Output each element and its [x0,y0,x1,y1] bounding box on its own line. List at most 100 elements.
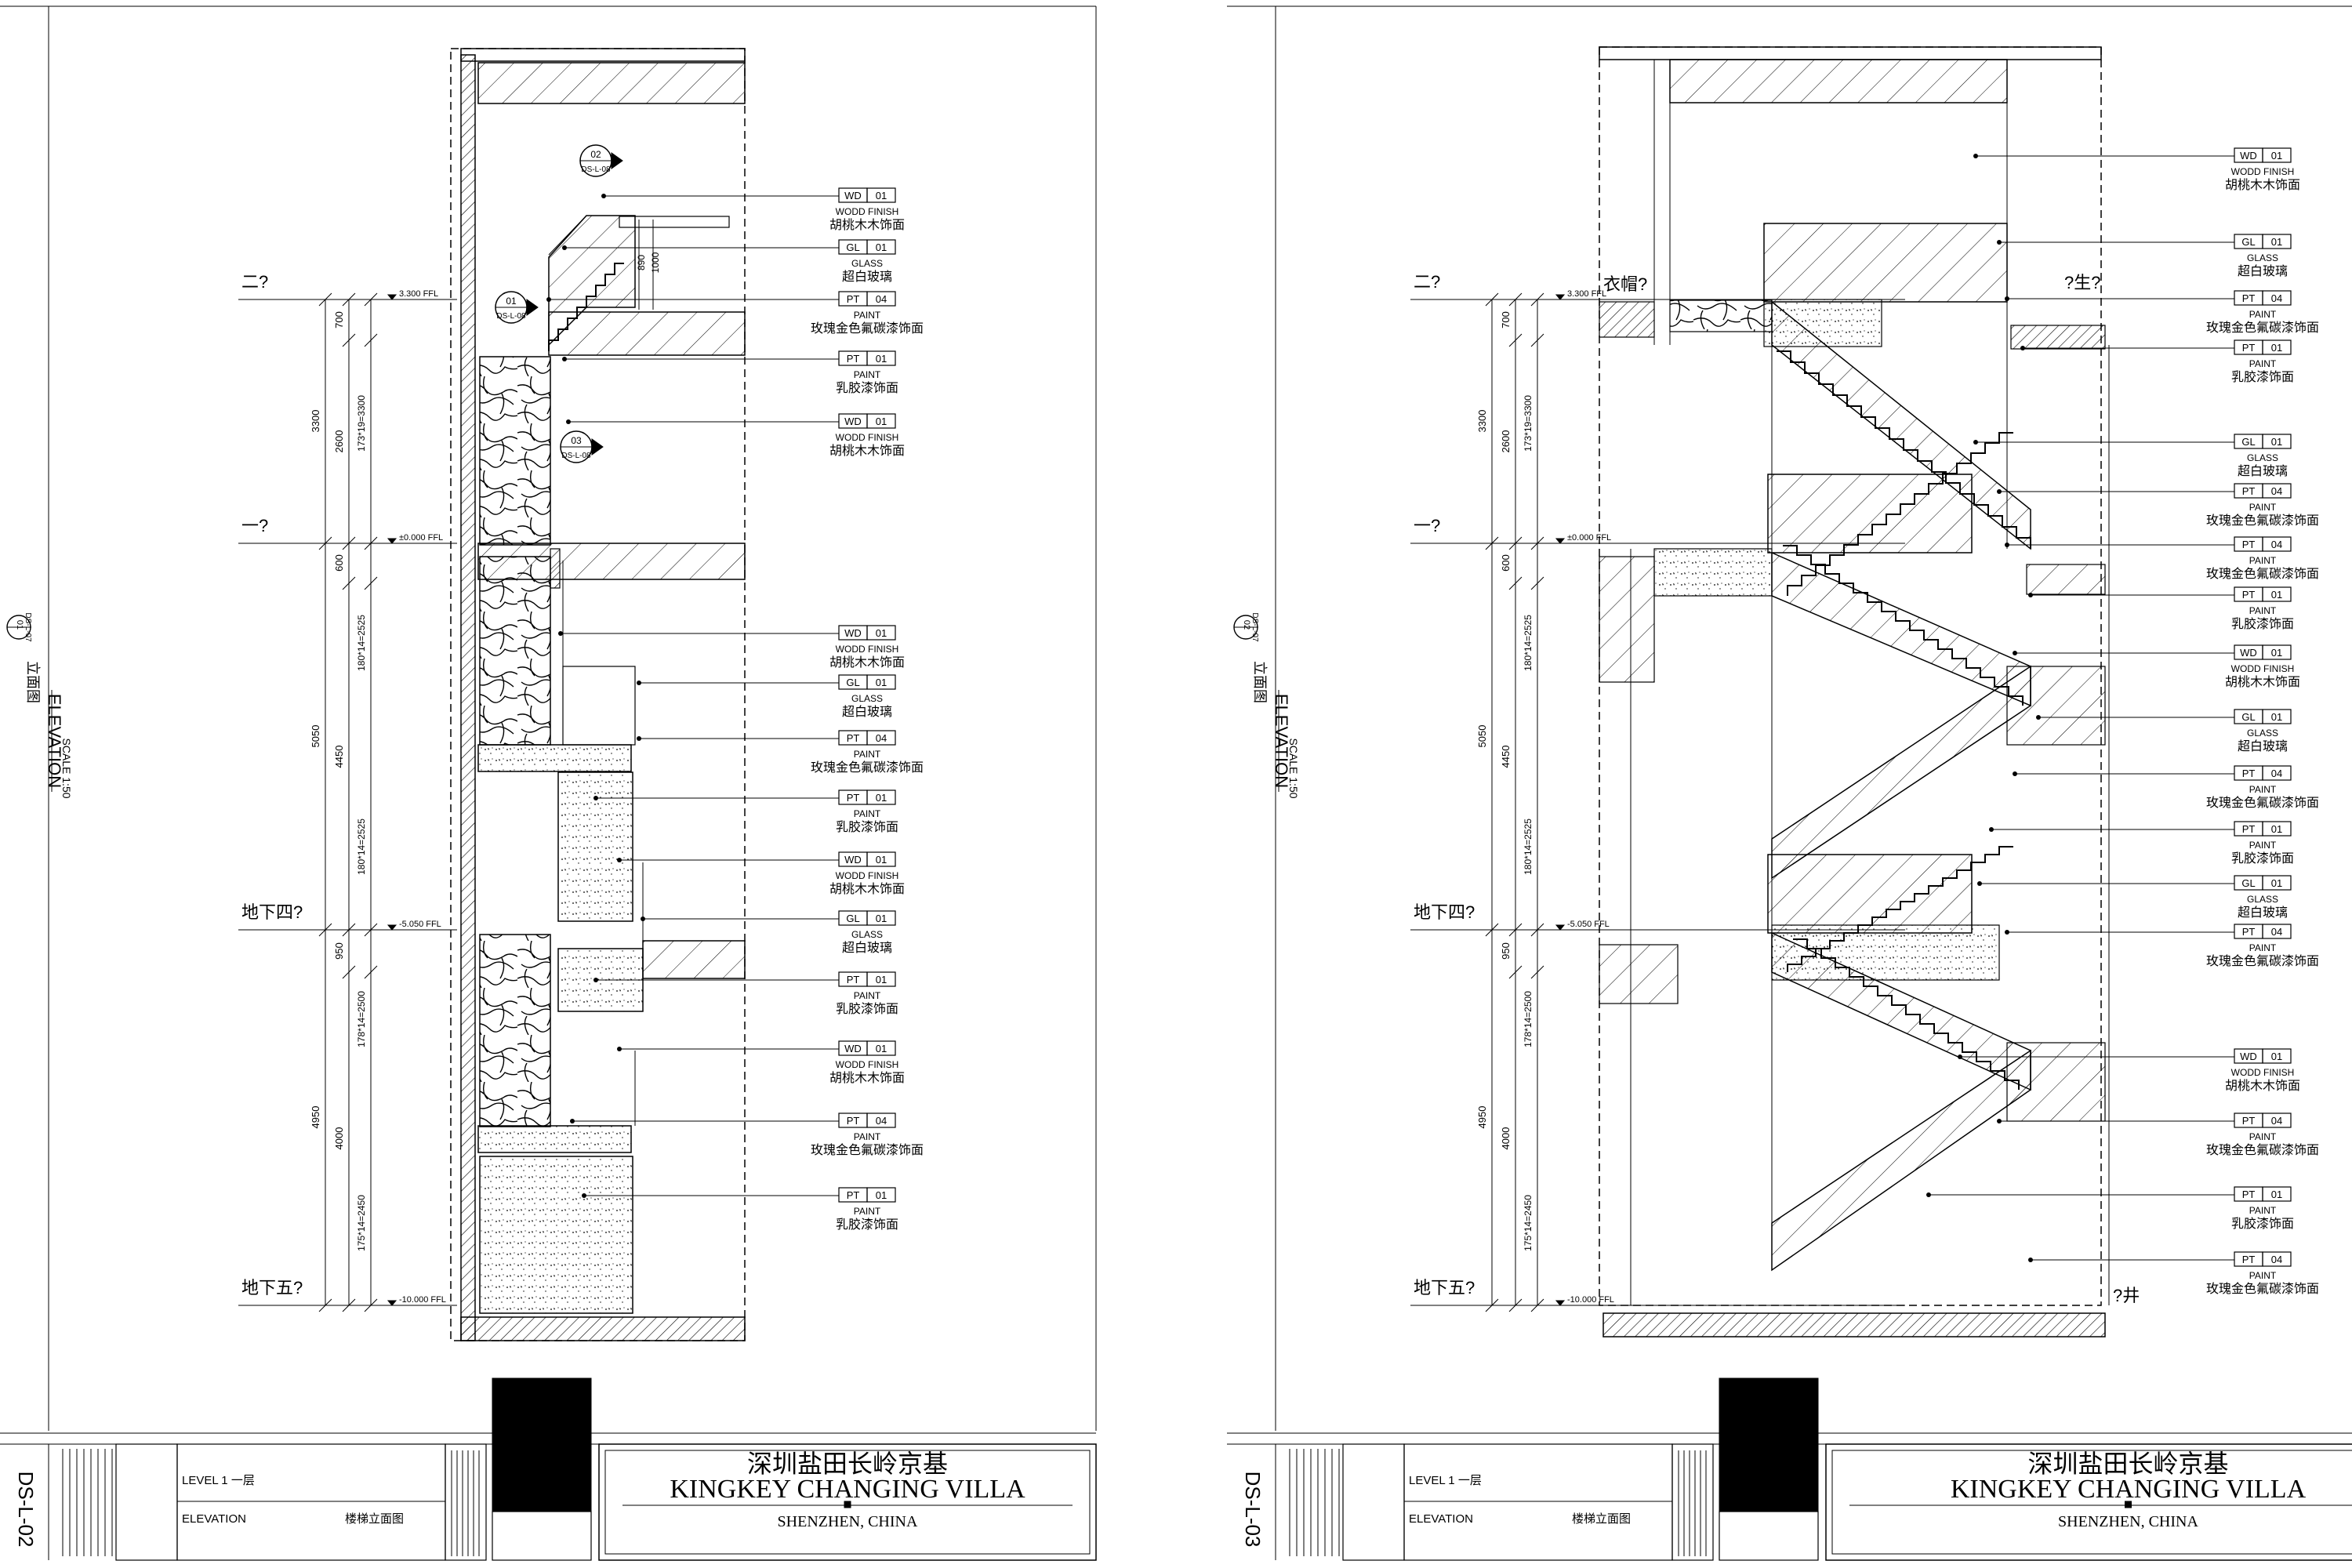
wall-left [460,54,476,1341]
callout-number-box [866,1112,896,1128]
dim-mid-5: 4000 [333,1127,345,1150]
callout-arrow [617,1047,622,1051]
floor-name-2: 地下四? [1414,902,1475,922]
1.4 [342,576,356,590]
callout-number: 01 [876,1043,887,1054]
callout-code: GL [2241,236,2255,248]
marble-panel-1 [479,356,551,546]
callout-code: GL [846,913,859,924]
room-label-wardrobe: 衣帽? [1603,274,1647,294]
project-name-cn: 深圳盐田长岭京基 [2027,1450,2228,1478]
handrail-top [619,216,730,228]
project-bullet [844,1501,851,1508]
callout-material-en: WODD FINISH [836,644,899,655]
dim-outer-0: 3300 [1476,410,1488,433]
callout-code: WD [2240,1051,2257,1062]
1.4 [1508,536,1523,550]
dim-inner-4: 175*14=2450 [356,1195,367,1251]
callout-number: 01 [876,1189,887,1201]
landing-l1 [1653,548,1773,597]
callout-number: 01 [876,974,887,985]
titleblock-view: ELEVATION [1409,1512,1473,1526]
callout-number-box [866,413,896,429]
callout-number-box [866,674,896,690]
callout-number: 04 [2271,926,2282,938]
ffl-marker [387,1300,397,1306]
callout-arrow [617,858,622,862]
callout-arrow [1997,1119,2002,1123]
callout-arrow [593,978,598,982]
concrete-core-3 [479,1156,633,1314]
slab-left-b4 [1599,944,1679,1004]
callout-material-cn: 胡桃木木饰面 [2225,675,2300,689]
callout-arrow [558,631,563,636]
sheet-number: DS-L-03 [1241,1472,1265,1548]
1.4 [1530,333,1544,347]
callout-number-box [2262,1251,2292,1267]
dim-mid-3: 4450 [333,746,345,768]
callout-arrow [637,736,641,741]
dim-mid-4: 950 [333,942,345,960]
callout-material-en: GLASS [2247,894,2278,905]
1.4 [1485,292,1499,307]
dim-outer-2: 4950 [310,1106,321,1129]
1.4 [342,292,356,307]
callout-number: 04 [2271,539,2282,550]
callout-material-cn: 超白玻璃 [842,941,892,955]
callout-number-box [2262,875,2292,891]
callout-number: 04 [876,293,887,305]
callout-material-en: WODD FINISH [2231,166,2295,177]
floor-name-0: 二? [241,272,268,292]
1.4 [1508,576,1523,590]
callout-number: 01 [876,241,887,253]
marble-panel-3 [479,934,551,1127]
callout-code: PT [2242,342,2256,354]
callout-number: 01 [2271,647,2282,659]
ffl-label-0: 3.300 FFL [399,289,438,299]
dim-inner-0: 173*19=3300 [1523,395,1534,452]
dim-mid-0: 700 [333,311,345,328]
callout-code: WD [844,190,862,201]
1.4 [1508,292,1523,307]
level-box [176,1443,446,1561]
callout-number: 01 [876,627,887,639]
1.4 [1508,1298,1523,1312]
marble-landing-l2 [1669,299,1773,332]
section-marker-arrow [591,438,604,456]
callout-number-box [2262,536,2292,552]
callout-arrow [582,1193,586,1198]
callout-material-en: PAINT [2249,1270,2277,1281]
slab-landing [477,744,632,772]
dim-inner-1: 180*14=2525 [356,615,367,671]
callout-material-en: GLASS [851,929,883,940]
callout-material-en: PAINT [2249,1205,2277,1216]
callout-material-en: WODD FINISH [836,1059,899,1070]
floor-slab-b5 [460,1316,746,1341]
callout-material-cn: 玫瑰金色氟碳漆饰面 [2206,321,2319,335]
slab-right-l2 [2010,325,2106,350]
callout-material-en: PAINT [2249,942,2277,953]
1.4 [364,536,378,550]
callout-material-cn: 玫瑰金色氟碳漆饰面 [811,1143,924,1157]
callout-number: 04 [2271,292,2282,304]
callout-code: PT [847,1189,860,1201]
dim-outer-1: 5050 [310,725,321,748]
callout-number: 04 [2271,1115,2282,1127]
callout-code: PT [847,353,860,365]
callout-number-box [866,350,896,366]
callout-material-en: PAINT [2249,784,2277,795]
firm-info-box [445,1443,487,1561]
section-marker-ref: DS-L-08 [581,165,611,174]
dim-inner-4: 175*14=2450 [1523,1195,1534,1251]
elevation-title-cn: 立面图 [1252,661,1268,703]
callout-arrow [566,419,571,424]
dim-outer-1: 5050 [1476,725,1488,748]
callout-code: PT [2242,539,2256,550]
1.4 [1530,923,1544,937]
ffl-marker [1555,538,1566,544]
callout-code: PT [2242,1115,2256,1127]
callout-number: 04 [876,1115,887,1127]
callout-code: PT [2242,1189,2256,1200]
slab-left-l1 [1599,556,1655,683]
